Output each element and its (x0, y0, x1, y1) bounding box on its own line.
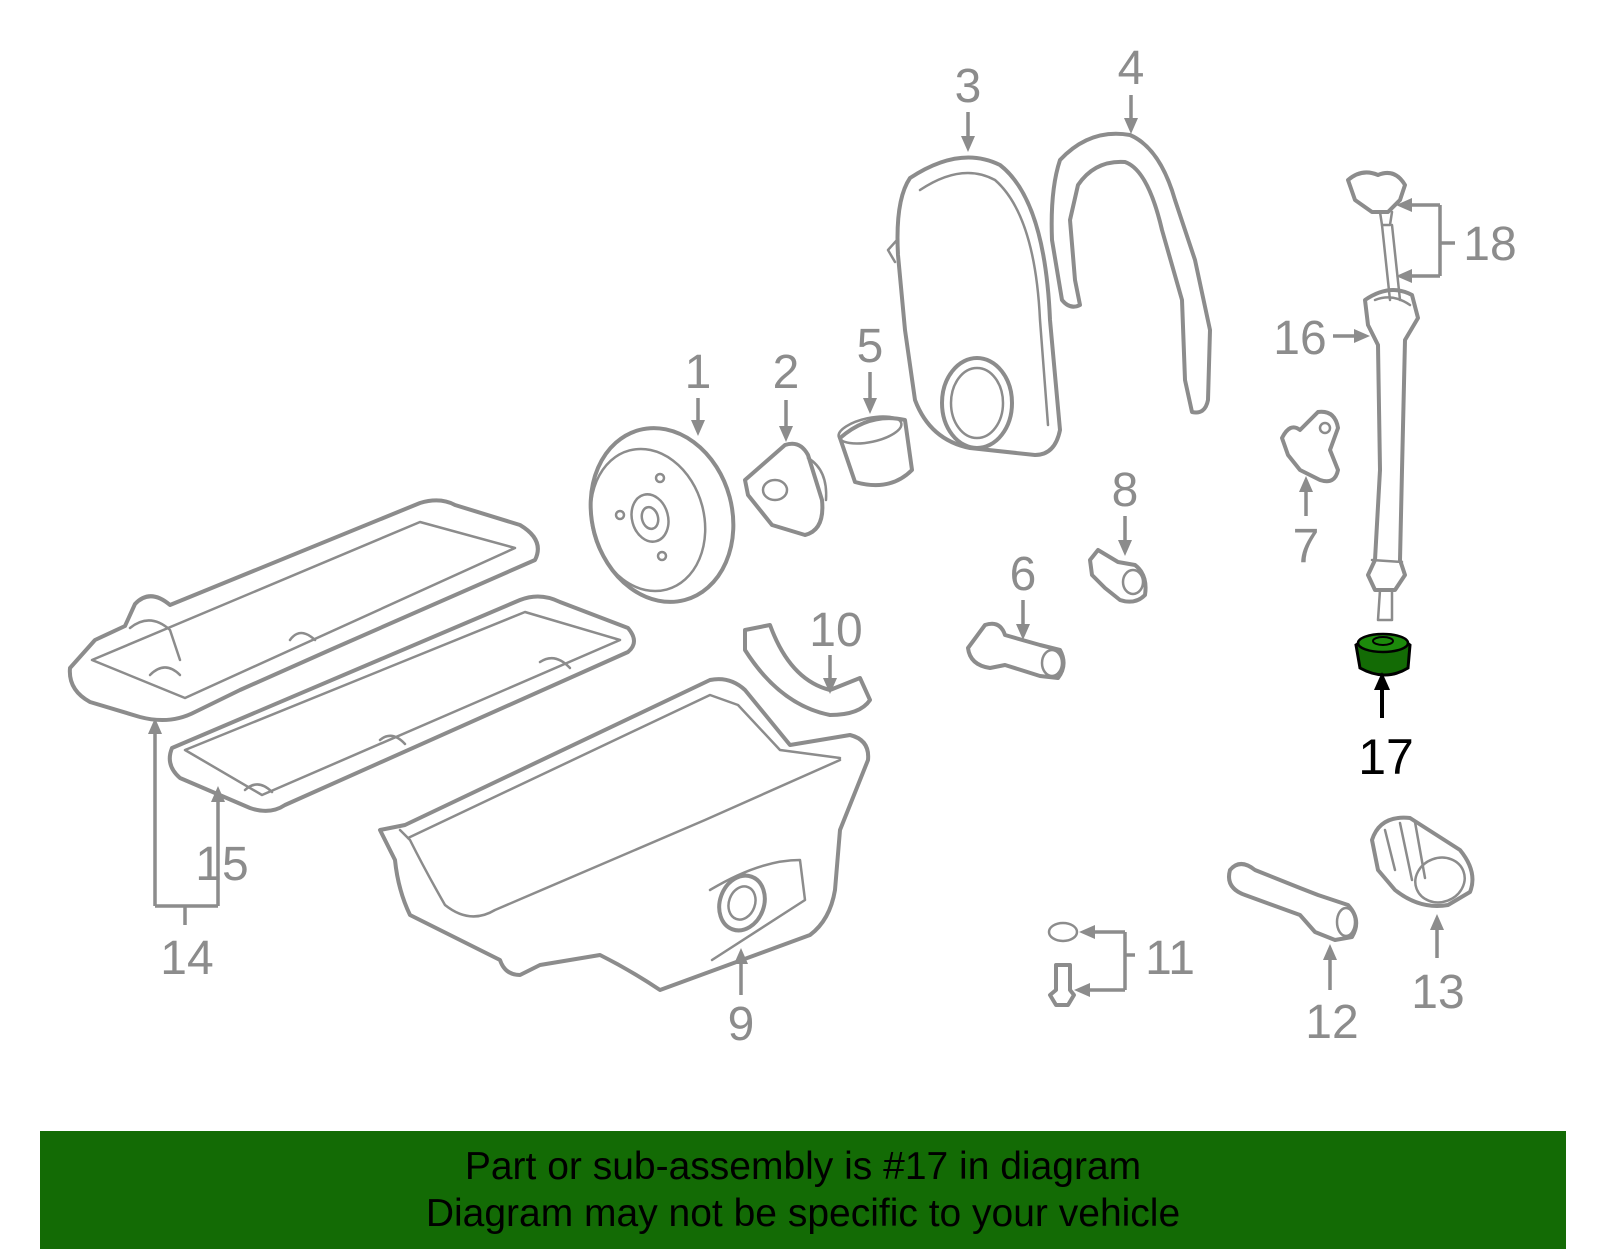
callout-10[interactable]: 10 (809, 604, 862, 657)
callout-14[interactable]: 14 (160, 932, 213, 985)
callout-9[interactable]: 9 (728, 998, 755, 1051)
callout-4[interactable]: 4 (1118, 42, 1145, 95)
banner-line-part: Part or sub-assembly is #17 in diagram (464, 1145, 1142, 1188)
part-drain-plug (1047, 921, 1079, 1007)
callout-2[interactable]: 2 (773, 346, 800, 399)
part-adapter (1227, 862, 1359, 942)
banner-line-disclaimer: Diagram may not be specific to your vehi… (425, 1192, 1181, 1235)
callout-15[interactable]: 15 (195, 838, 248, 891)
callout-leaders (148, 95, 1455, 997)
part-17-plug[interactable] (1354, 632, 1412, 677)
part-sensor-6 (966, 621, 1066, 680)
part-sleeve (837, 415, 914, 488)
callout-3[interactable]: 3 (955, 60, 982, 113)
part-bolt-8 (1088, 548, 1148, 604)
part-dipstick (1346, 170, 1407, 302)
part-valve-cover-gasket (167, 594, 636, 813)
callout-13[interactable]: 13 (1411, 966, 1464, 1019)
part-crank-sprocket (743, 441, 828, 537)
callout-6[interactable]: 6 (1010, 548, 1037, 601)
part-valve-cover (67, 498, 540, 723)
part-oil-filter (1370, 815, 1475, 908)
part-balancer (588, 426, 736, 604)
part-oil-pan (378, 677, 871, 992)
callout-7[interactable]: 7 (1293, 520, 1320, 573)
callout-8[interactable]: 8 (1112, 464, 1139, 517)
part-sensor-7 (1280, 409, 1340, 484)
info-banner: Part or sub-assembly is #17 in diagram D… (40, 1131, 1566, 1249)
callout-11[interactable]: 11 (1145, 932, 1195, 985)
part-dipstick-tube (1363, 288, 1420, 622)
part-timing-cover (886, 155, 1062, 457)
callout-16[interactable]: 16 (1273, 312, 1326, 365)
part-timing-gasket (1049, 131, 1212, 415)
callout-12[interactable]: 12 (1305, 996, 1358, 1049)
callout-numbers: 1 2 3 4 5 6 7 8 9 10 11 12 13 14 15 16 1… (160, 42, 1516, 1051)
callout-18[interactable]: 18 (1463, 218, 1516, 271)
callout-17[interactable]: 17 (1358, 729, 1414, 785)
callout-1[interactable]: 1 (685, 346, 712, 399)
part-rear-seal (743, 623, 872, 717)
callout-5[interactable]: 5 (857, 320, 884, 373)
